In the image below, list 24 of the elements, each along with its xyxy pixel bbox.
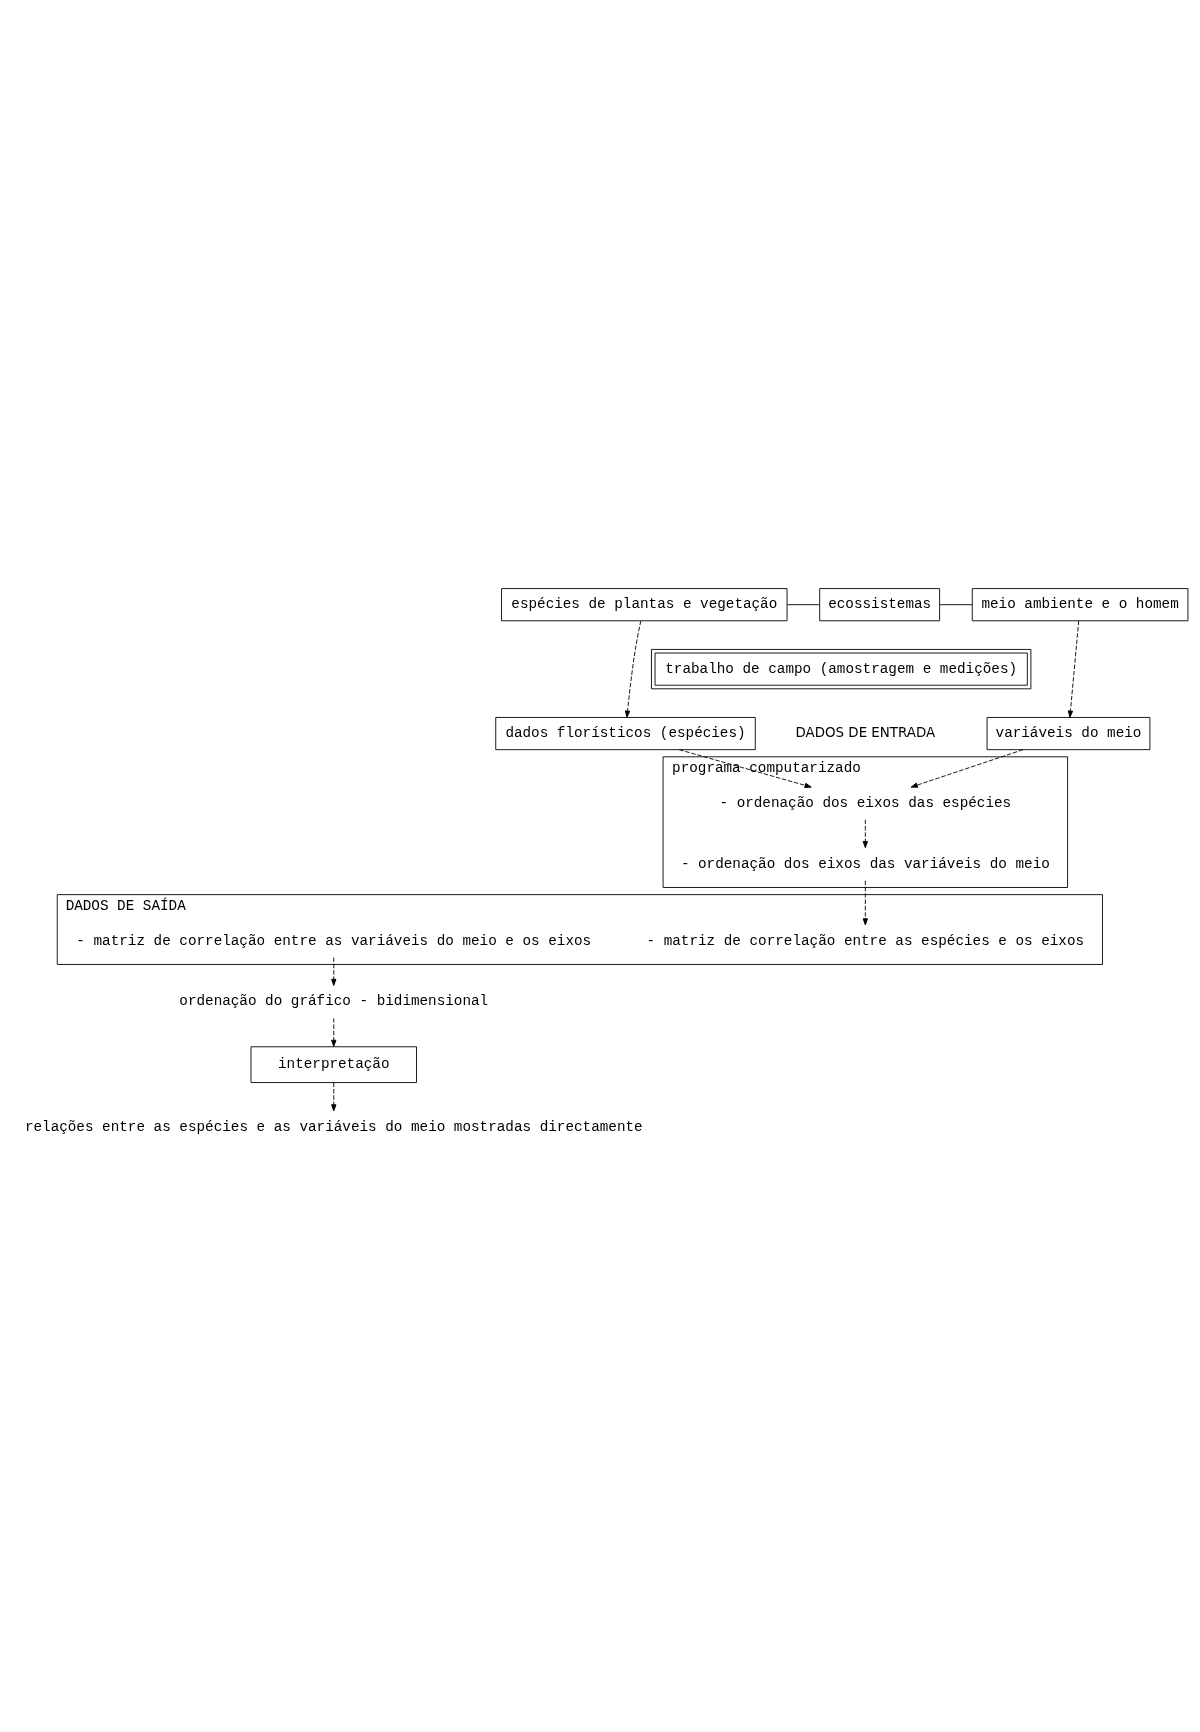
node-text: ordenação do gráfico - bidimensional	[179, 993, 489, 1010]
node-box: meio ambiente e o homem	[971, 588, 1189, 622]
arrow	[910, 749, 1024, 788]
node-text: relações entre as espécies e as variáveis do meio mostradas directamente	[24, 1118, 643, 1135]
arrow	[678, 749, 812, 788]
arrow	[862, 819, 868, 849]
node-text: - ordenação dos eixos das variáveis do meio	[680, 855, 1050, 872]
arrow	[331, 1082, 337, 1112]
arrow	[624, 620, 642, 718]
connector	[939, 604, 973, 606]
node-text: - matriz de correlação entre as variáveis do meio e os eixos	[76, 932, 592, 949]
node-text: - ordenação dos eixos das espécies	[719, 794, 1012, 811]
arrow	[862, 880, 868, 926]
label: DADOS DE ENTRADA	[795, 724, 936, 740]
node-text: - matriz de correlação entre as espécies e os eixos	[646, 932, 1085, 949]
arrow	[331, 1017, 337, 1047]
node-box: dados florísticos (espécies)	[495, 717, 756, 751]
node-box: espécies de plantas e vegetação	[501, 588, 788, 622]
node-box: interpretação	[250, 1046, 417, 1083]
arrow	[1067, 620, 1080, 718]
node-box: variáveis do meio	[986, 717, 1151, 751]
connector	[786, 604, 820, 606]
arrow	[331, 957, 337, 986]
node-box: ecossistemas	[819, 588, 941, 622]
